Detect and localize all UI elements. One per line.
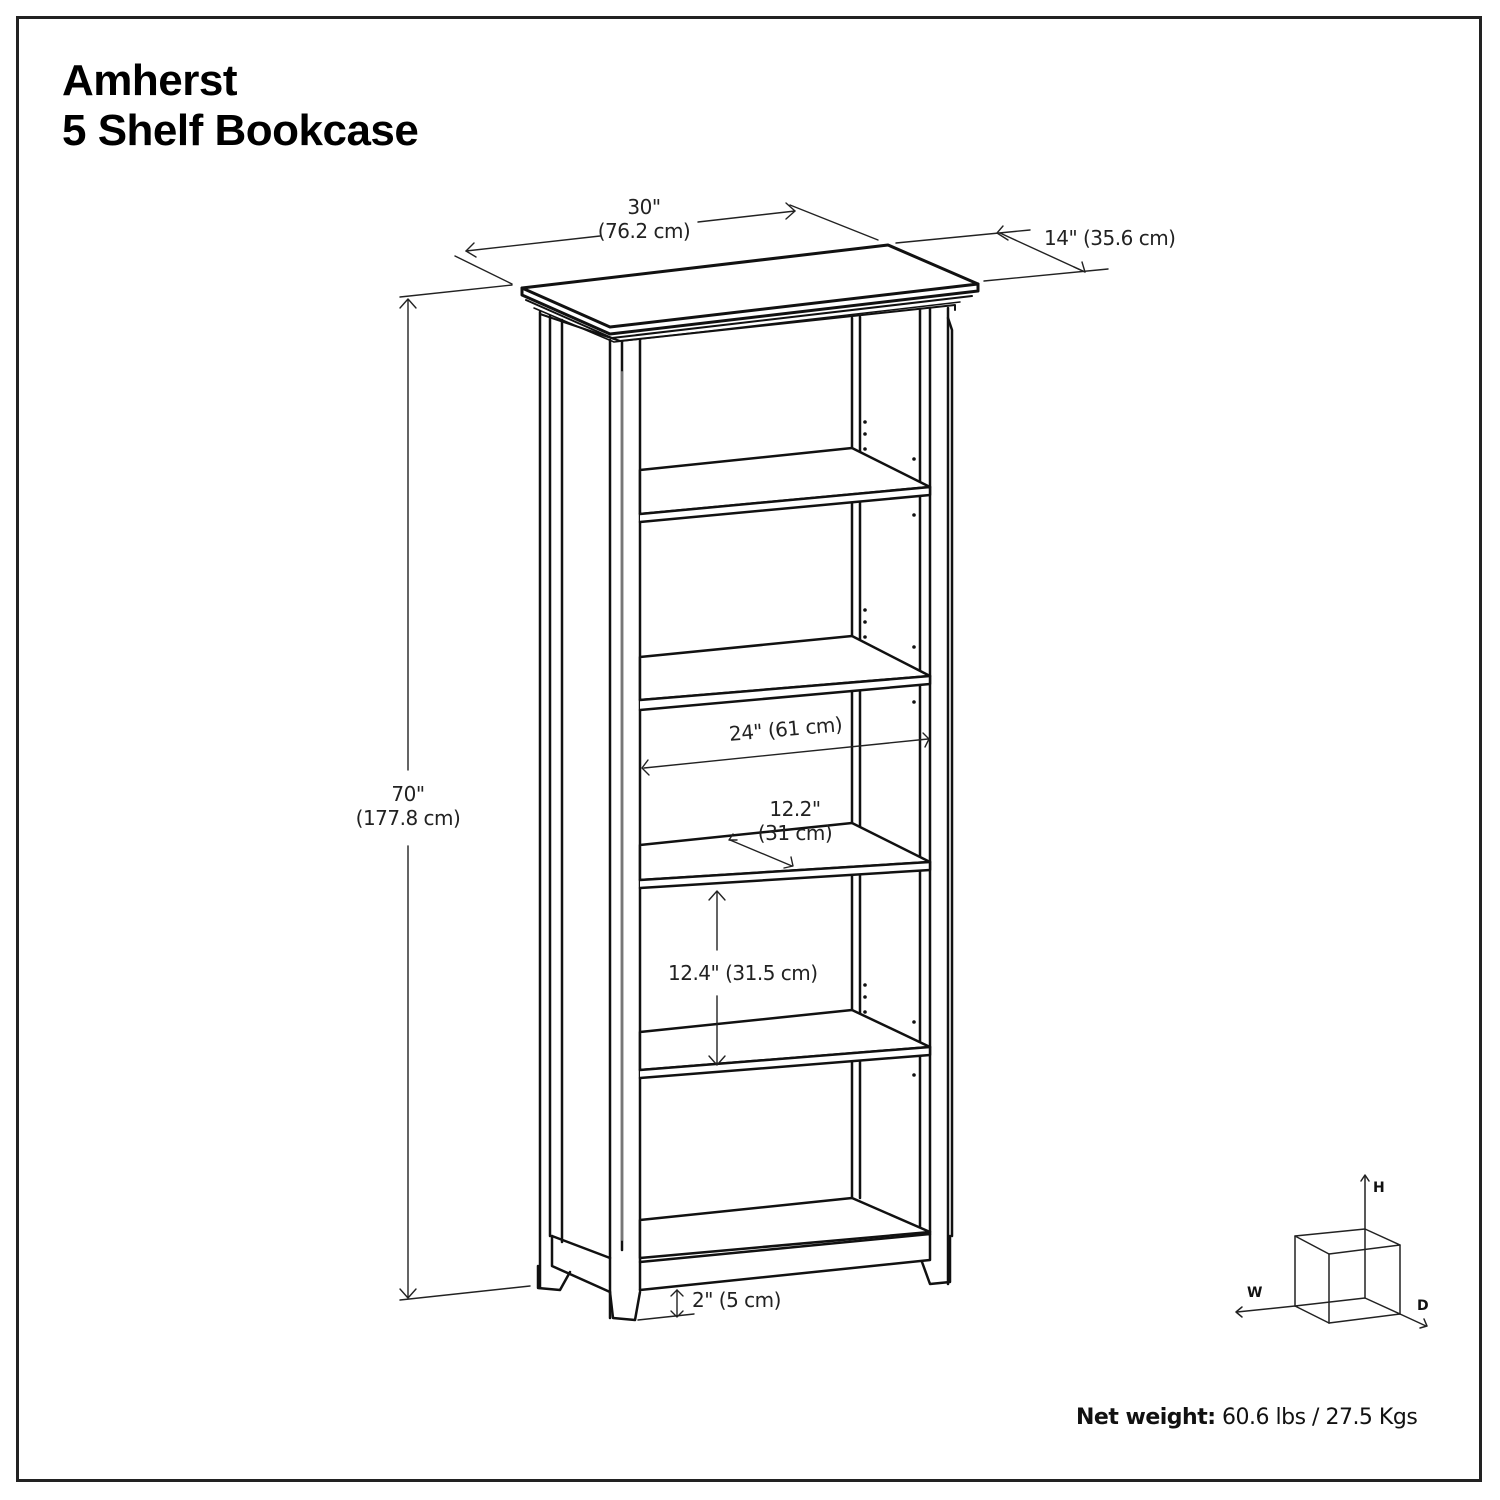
- axis-h-label: H: [1373, 1180, 1385, 1196]
- width-cm: (76.2 cm): [597, 219, 691, 243]
- shelf-pin-holes: [863, 420, 916, 1077]
- width-in: 30": [627, 195, 661, 219]
- diagram-frame: [16, 16, 1482, 1482]
- leg-clearance-label: 2" (5 cm): [692, 1288, 781, 1312]
- shelf-depth-cm: (31 cm): [757, 821, 833, 845]
- crown-top: [520, 243, 980, 343]
- shelf-depth-in: 12.2": [769, 797, 821, 821]
- dimension-lines: [399, 202, 1109, 1321]
- title-line-1: Amherst: [62, 56, 238, 105]
- axis-w-label: W: [1247, 1285, 1263, 1301]
- depth-label: 14" (35.6 cm): [1044, 226, 1176, 250]
- net-weight: Net weight: 60.6 lbs / 27.5 Kgs: [1076, 1405, 1418, 1430]
- width-label: 30" (76.2 cm): [594, 195, 694, 243]
- height-label: 70" (177.8 cm): [352, 782, 464, 830]
- shelf-spacing-label: 12.4" (31.5 cm): [668, 961, 818, 985]
- height-in: 70": [391, 782, 425, 806]
- base-apron: [536, 1232, 952, 1322]
- axis-d-label: D: [1417, 1298, 1429, 1314]
- shelf-depth-label: 12.2" (31 cm): [745, 797, 845, 845]
- title-line-2: 5 Shelf Bookcase: [62, 106, 419, 155]
- shelves: [638, 446, 932, 1260]
- axis-legend-cube: [1235, 1174, 1428, 1329]
- product-title: Amherst 5 Shelf Bookcase: [62, 56, 419, 156]
- left-side-panel: [538, 310, 642, 1320]
- height-cm: (177.8 cm): [355, 806, 461, 830]
- net-weight-label: Net weight:: [1076, 1405, 1216, 1430]
- net-weight-value: 60.6 lbs / 27.5 Kgs: [1222, 1405, 1418, 1430]
